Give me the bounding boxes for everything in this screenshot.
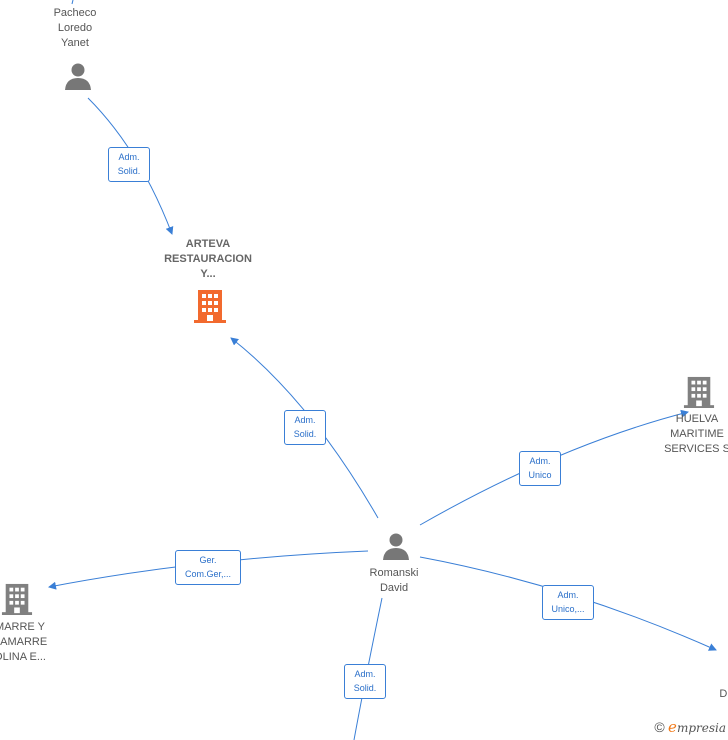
node-label-huelva[interactable]: HUELVA MARITIME SERVICES S <box>664 413 728 455</box>
copyright-icon: © <box>654 719 665 735</box>
building-icon[interactable] <box>193 288 227 324</box>
building-icon[interactable] <box>1 581 33 617</box>
empresia-watermark: © empresia <box>654 718 726 736</box>
node-label-romanski[interactable]: Romanski David <box>369 567 419 594</box>
person-icon[interactable] <box>381 531 411 561</box>
edge-label-romanski-arteva[interactable]: Adm. Solid. <box>284 410 326 445</box>
brand-rest: mpresia <box>676 721 726 735</box>
node-label-arteva[interactable]: ARTEVA RESTAURACION Y... <box>164 238 252 280</box>
edge-top-stub <box>71 0 74 5</box>
edge-label-romanski-de[interactable]: Adm. Unico,... <box>542 585 594 620</box>
building-icon[interactable] <box>683 374 715 410</box>
edge-label-romanski-bottom[interactable]: Adm. Solid. <box>344 664 386 699</box>
node-label-samarre[interactable]: MARRE Y SAMARRE OLINA E... <box>0 621 48 663</box>
node-label-pacheco[interactable]: Pacheco Loredo Yanet <box>53 7 97 49</box>
edge-label-pacheco-arteva[interactable]: Adm. Solid. <box>108 147 150 182</box>
person-icon[interactable] <box>63 61 93 91</box>
brand-initial: e <box>668 718 677 736</box>
edge-label-romanski-samarre[interactable]: Ger. Com.Ger,... <box>175 550 241 585</box>
node-label-de[interactable]: DE <box>719 688 728 700</box>
edge-label-romanski-huelva[interactable]: Adm. Unico <box>519 451 561 486</box>
